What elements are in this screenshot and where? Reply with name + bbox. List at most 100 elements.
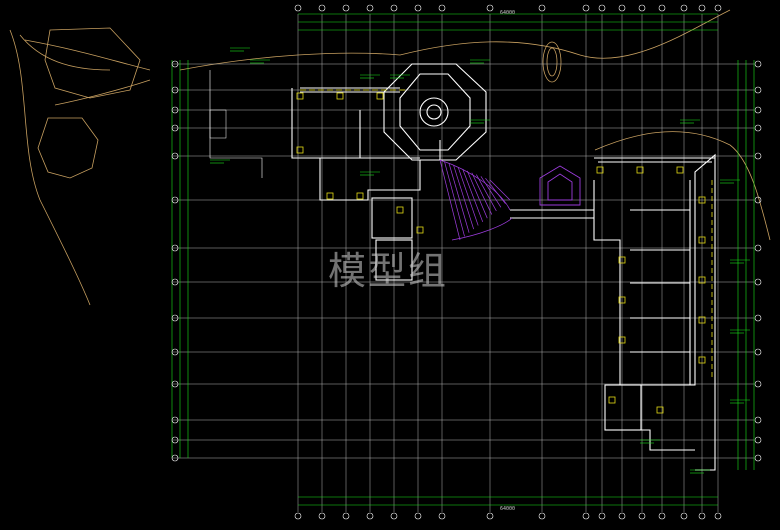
axis-bubble-bottom [438,512,446,520]
axis-bubble-right [754,244,762,252]
axis-bubble-top [618,4,626,12]
axis-bubble-bottom [618,512,626,520]
stair-tread [444,161,465,237]
column [636,166,644,174]
axis-bubble-top [658,4,666,12]
column [608,396,616,404]
column [336,92,344,100]
pond-outline [542,41,562,83]
axis-bubble-top [582,4,590,12]
entrance-pavilion [539,165,581,206]
axis-bubble-right [754,124,762,132]
axis-bubble-top [366,4,374,12]
curved-stair [439,159,513,241]
tree-canopy-upper [44,27,141,99]
axis-bubble-left [171,196,179,204]
stair-tread [480,176,502,208]
stair-edge [439,159,511,211]
stair-tread [457,167,479,226]
axis-bubble-left [171,314,179,322]
column [416,226,424,234]
axis-bubble-top [538,4,546,12]
axis-bubble-right [754,454,762,462]
axis-bubble-bottom [582,512,590,520]
axis-bubble-left [171,152,179,160]
axis-bubble-bottom [294,512,302,520]
column [656,406,664,414]
axis-bubble-bottom [366,512,374,520]
stair-tread [485,177,506,204]
axis-bubble-top [714,4,722,12]
bottom-overall-dimension: 64000 [500,506,516,512]
axis-bubble-right [754,348,762,356]
axis-bubble-bottom [414,512,422,520]
axis-bubble-right [754,314,762,322]
stair-tread [476,174,497,212]
axis-grid [172,14,754,512]
axis-bubble-bottom [658,512,666,520]
axis-bubble-top [438,4,446,12]
axis-bubble-left [171,106,179,114]
axis-bubble-top [294,4,302,12]
axis-bubble-bottom [714,512,722,520]
axis-bubble-top [318,4,326,12]
column [676,166,684,174]
column [698,356,706,364]
axis-bubble-left [171,454,179,462]
stair-tread [489,179,511,201]
axis-bubble-left [171,124,179,132]
stair-tread [471,172,493,215]
axis-bubble-right [754,196,762,204]
axis-bubble-top [414,4,422,12]
axis-bubble-bottom [698,512,706,520]
stair-tread [453,165,474,230]
axis-bubble-right [754,106,762,114]
octagon-tower [383,63,487,161]
axis-bubble-left [171,278,179,286]
columns-and-windows [296,89,713,414]
column [296,146,304,154]
axis-bubble-left [171,348,179,356]
axis-bubbles [171,4,762,520]
stair-edge [451,217,513,241]
axis-bubble-top [390,4,398,12]
stair-tread [462,168,484,222]
axis-bubble-bottom [486,512,494,520]
axis-bubble-bottom [538,512,546,520]
axis-bubble-top [598,4,606,12]
axis-bubble-right [754,278,762,286]
tree-canopy-lower [37,117,99,179]
column [296,92,304,100]
watermark-text: 模型组 [328,249,449,293]
axis-bubble-bottom [680,512,688,520]
column [698,196,706,204]
column [618,256,626,264]
column [698,316,706,324]
axis-bubble-top [698,4,706,12]
annotation-marks [210,47,750,474]
axis-bubble-bottom [390,512,398,520]
axis-bubble-left [171,416,179,424]
site-landscape [9,9,771,306]
stair-tread [439,159,461,241]
axis-bubble-bottom [638,512,646,520]
column [618,336,626,344]
dimension-frame [171,13,755,506]
column [326,192,334,200]
axis-bubble-right [754,152,762,160]
axis-bubble-bottom [598,512,606,520]
axis-bubble-top [638,4,646,12]
column [618,296,626,304]
column [376,92,384,100]
axis-bubble-left [171,436,179,444]
axis-bubble-right [754,60,762,68]
axis-bubble-right [754,416,762,424]
axis-bubble-bottom [342,512,350,520]
column [356,192,364,200]
axis-bubble-top [342,4,350,12]
axis-bubble-bottom [318,512,326,520]
axis-bubble-top [486,4,494,12]
top-overall-dimension: 64000 [500,10,516,16]
building-walls [209,63,716,471]
stair-tread [466,170,488,219]
